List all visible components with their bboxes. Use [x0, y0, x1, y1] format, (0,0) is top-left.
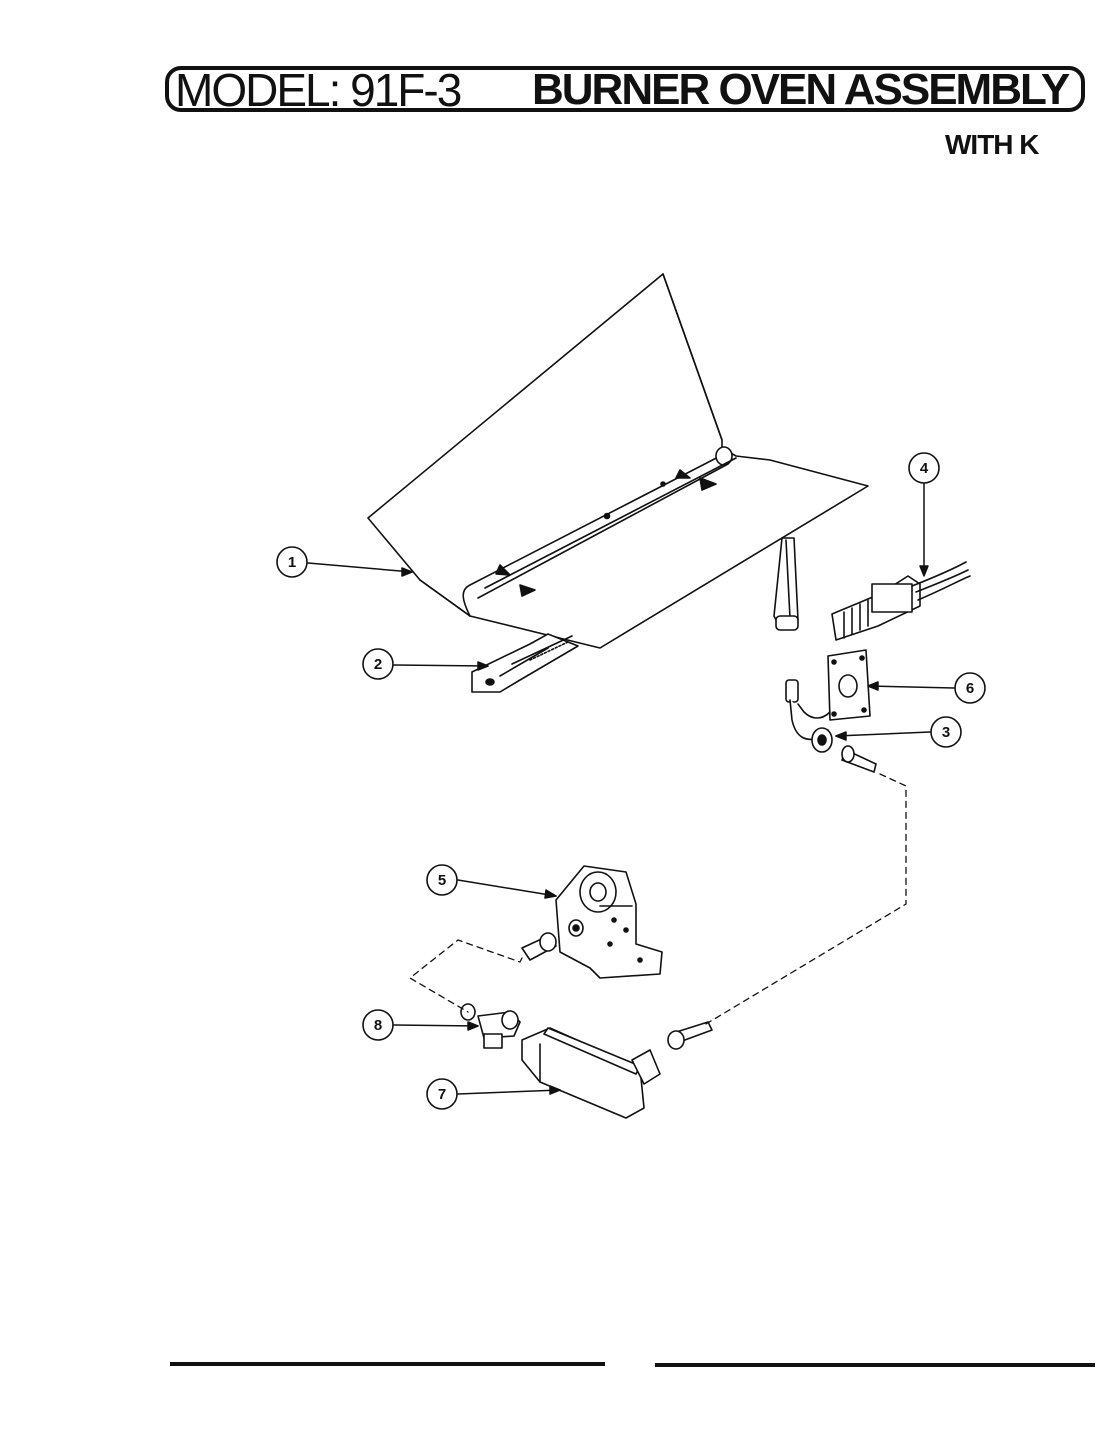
part-regulator — [460, 1003, 521, 1049]
footer-rule-left — [170, 1362, 605, 1366]
callout-3: 3 — [930, 716, 962, 748]
part-baffle — [367, 273, 869, 649]
model-label: MODEL: 91F-3 — [175, 64, 462, 116]
svg-text:1: 1 — [288, 554, 296, 571]
part-orifice-elbow — [785, 679, 833, 753]
callout-7: 7 — [426, 1078, 458, 1110]
page-subtitle: WITH K — [945, 129, 1040, 160]
part-igniter-rod — [773, 537, 799, 631]
svg-text:8: 8 — [374, 1017, 382, 1034]
part-fitting-upper — [841, 745, 877, 773]
part-burner-tube — [471, 633, 579, 693]
part-mounting-plate — [827, 649, 871, 721]
part-valve — [555, 865, 663, 979]
svg-text:2: 2 — [374, 656, 382, 673]
svg-text:7: 7 — [438, 1086, 446, 1103]
callout-8: 8 — [362, 1009, 394, 1041]
part-burner-body — [521, 1027, 661, 1119]
part-fitting-lower — [667, 1021, 713, 1050]
callout-6: 6 — [954, 672, 986, 704]
svg-text:3: 3 — [942, 724, 950, 741]
page-title: BURNER OVEN ASSEMBLY — [532, 65, 1070, 114]
part-valve-bolt — [521, 932, 557, 961]
svg-text:6: 6 — [966, 680, 974, 697]
svg-text:4: 4 — [920, 460, 929, 477]
connection-lines — [409, 773, 907, 1025]
leader-lines — [307, 483, 955, 1095]
part-igniter — [831, 561, 971, 641]
svg-text:5: 5 — [438, 872, 446, 889]
header-frame — [165, 66, 1085, 112]
footer-rule-right — [655, 1363, 1095, 1367]
callout-1: 1 — [276, 546, 308, 578]
callout-5: 5 — [426, 864, 458, 896]
callout-4: 4 — [908, 452, 940, 484]
callout-2: 2 — [362, 648, 394, 680]
